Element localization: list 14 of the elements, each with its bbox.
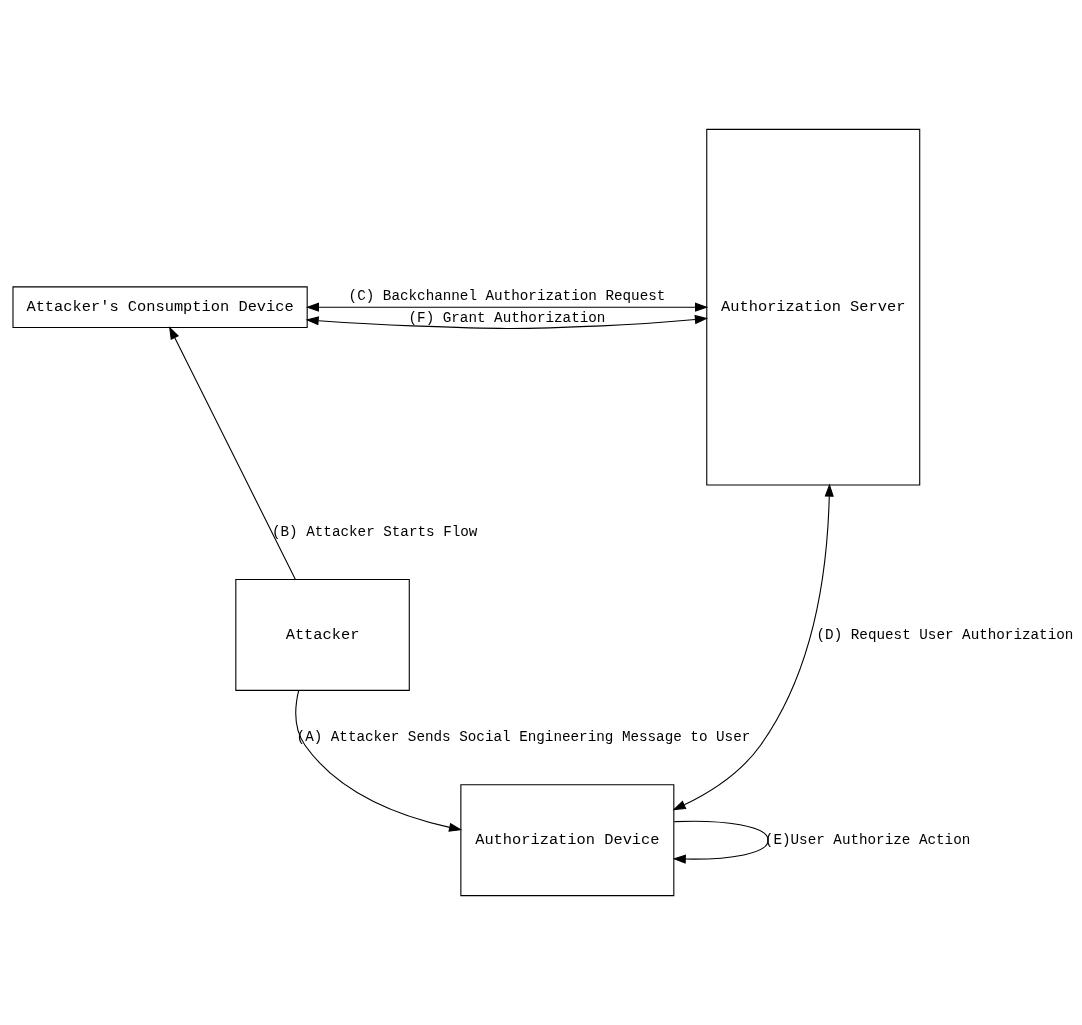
arrow [672, 820, 769, 864]
edge-label: (F) Grant Authorization [408, 309, 606, 326]
node-box: Authorization Server [706, 128, 921, 486]
arrow [672, 483, 834, 811]
arrow [305, 314, 709, 329]
node-box: Authorization Device [460, 784, 675, 897]
edge-label: (B) Attacker Starts Flow [271, 523, 478, 540]
arrow [295, 689, 463, 832]
node-box: Attacker [235, 578, 410, 691]
node-box: Attacker's Consumption Device [12, 286, 308, 329]
arrow [305, 302, 709, 312]
arrow [169, 326, 296, 580]
edge-label: (D) Request User Authorization [816, 626, 1074, 643]
edge-label: (C) Backchannel Authorization Request [348, 287, 666, 304]
